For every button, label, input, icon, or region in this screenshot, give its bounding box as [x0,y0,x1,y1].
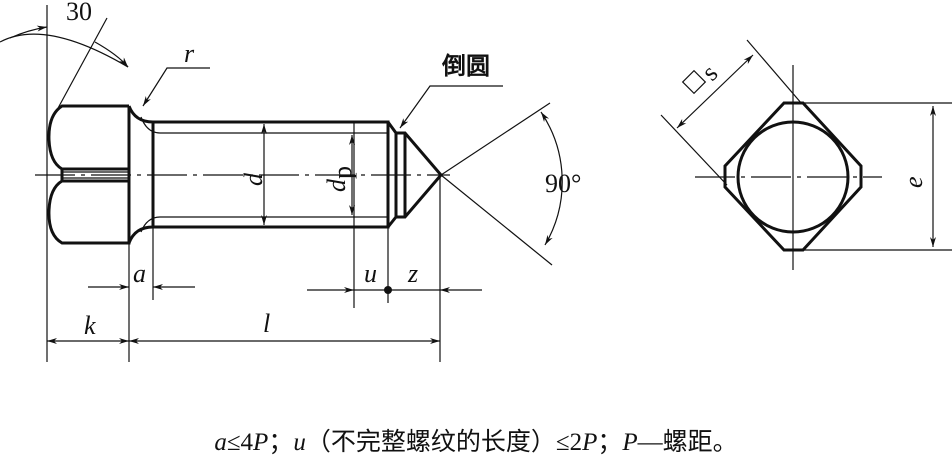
dp-subscript: p [328,166,357,179]
head-chamfer-angle-dimension: 30 [0,0,129,111]
caption-a-limit: ≤4 [226,429,254,456]
l-label: l [263,309,270,338]
z-label: z [407,259,418,288]
a-label: a [133,259,146,288]
caption-u-desc: （不完整螺纹的长度）≤2 [305,429,583,456]
caption: a≤4P；u（不完整螺纹的长度）≤2P；P—螺距。 [0,422,952,458]
caption-sep: ； [597,429,623,456]
dp-label: d [322,178,351,192]
caption-pitch-desc: —螺距。 [637,429,738,456]
radius-leader: r [142,39,210,107]
angle-90-label: 90° [545,169,581,198]
square-symbol-icon [681,69,707,95]
caption-sep: ； [268,429,294,456]
caption-P3: P [622,429,638,456]
thread-root-lines [140,116,388,233]
k-label: k [84,311,96,340]
d-label: d [239,172,268,186]
caption-P1: P [253,429,269,456]
rounded-end-leader: 倒圆 [399,52,503,129]
s-label: s [696,59,724,87]
e-label: e [899,176,928,188]
diameter-dimension: d [239,124,268,225]
dimension-dot [384,286,392,294]
u-label: u [364,259,377,288]
radius-label: r [184,39,195,68]
a-dimension: a [88,259,195,290]
shank-circle [736,120,850,234]
caption-a: a [214,429,227,456]
point-diameter-dimension: dp [322,135,357,215]
u-z-dimension: u z [307,259,482,294]
caption-u: u [293,429,306,456]
k-l-dimension: k l [47,309,440,344]
point-angle-dimension: 90° [440,102,581,266]
shank [127,105,390,244]
svg-text:dp: dp [322,166,357,192]
rounded-end-label: 倒圆 [441,52,490,80]
s-dimension-line [676,54,754,129]
caption-P2: P [582,429,598,456]
screw-head [47,104,131,245]
end-view: e s [660,39,952,270]
angle-30-label: 30 [66,0,92,26]
